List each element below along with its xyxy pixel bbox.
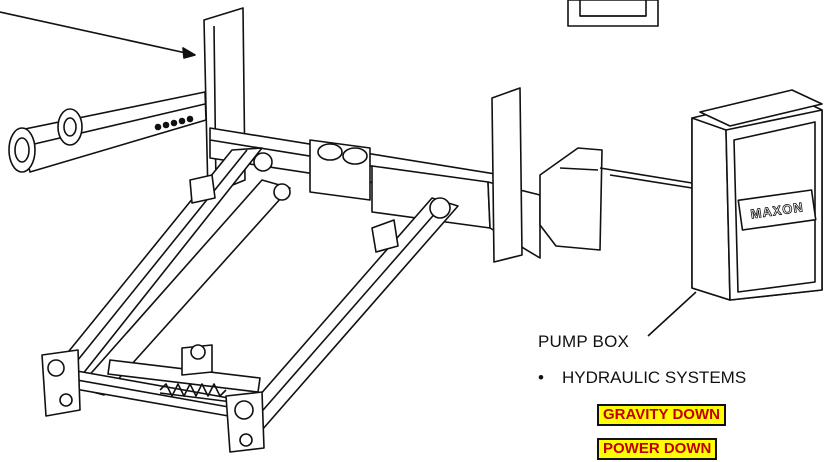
right-mount-plate — [491, 87, 523, 263]
hydraulic-systems-label: HYDRAULIC SYSTEMS — [561, 368, 747, 387]
bracket-part-top — [567, 0, 659, 27]
pump-box-callout-line — [647, 291, 697, 337]
hydraulic-systems-row: • HYDRAULIC SYSTEMS — [538, 368, 746, 388]
extension-arm — [8, 91, 207, 173]
left-rear-arm — [77, 179, 291, 396]
leader-arrow-top — [0, 11, 196, 59]
pump-box — [691, 89, 823, 301]
right-end-bracket — [225, 391, 265, 453]
power-down-badge: POWER DOWN — [597, 438, 718, 460]
center-clevis — [181, 344, 213, 376]
spring — [159, 383, 233, 403]
pump-box-label: PUMP BOX — [538, 332, 630, 351]
hinge-block — [309, 139, 371, 201]
left-end-bracket — [41, 349, 81, 417]
side-bracket — [539, 147, 603, 251]
pump-box-leader — [599, 167, 693, 189]
right-lift-arm — [237, 197, 459, 431]
gravity-down-badge: GRAVITY DOWN — [597, 404, 726, 426]
bullet-icon: • — [538, 368, 544, 387]
